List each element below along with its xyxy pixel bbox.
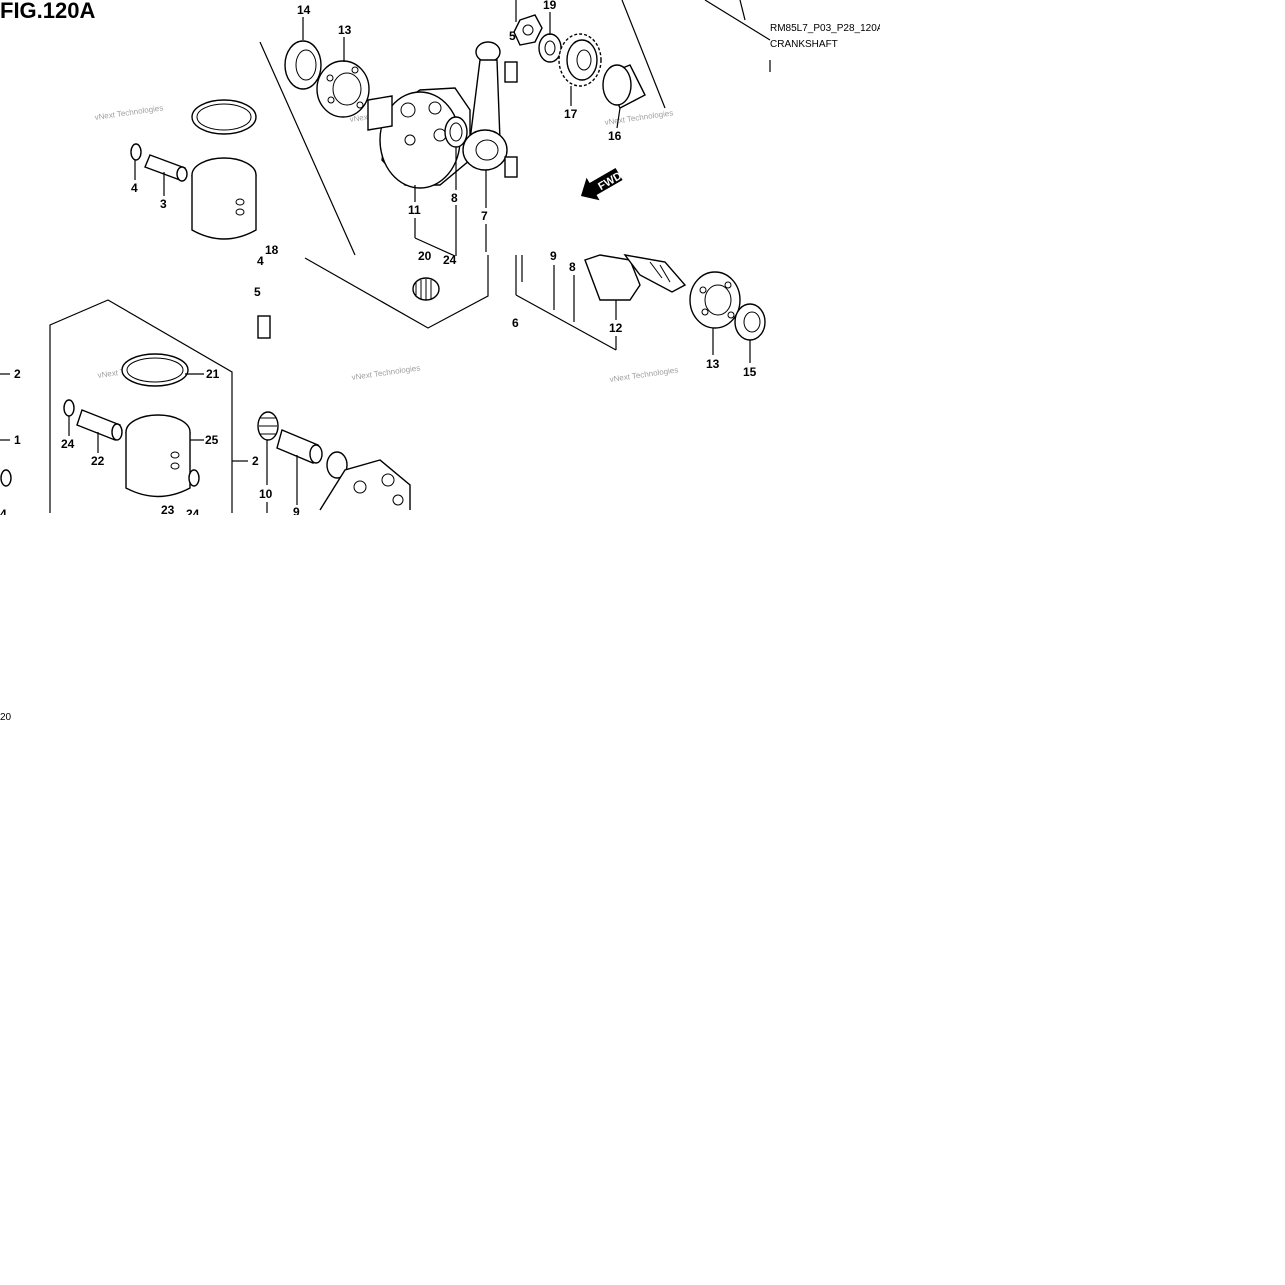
leader-lines: [0, 12, 751, 513]
callout-18: 18: [265, 243, 279, 257]
needle-bearing: [504, 61, 518, 83]
callout-20: 20: [418, 249, 432, 263]
callout-23: 23: [161, 503, 175, 517]
figure-name: CRANKSHAFT: [770, 39, 838, 50]
nut: [513, 14, 543, 46]
piston-pin: [76, 409, 123, 441]
needle-bearing: [504, 156, 518, 178]
thrust-washer: [444, 116, 468, 148]
crank-flywheel-right: [584, 254, 687, 301]
oil-seal: [284, 40, 322, 90]
connecting-rod: [462, 41, 508, 171]
washer: [538, 33, 562, 63]
callout-2: 2: [252, 454, 259, 468]
callout-8: 8: [569, 260, 576, 274]
callout-22: 22: [91, 454, 105, 468]
callout-15: 15: [743, 365, 757, 379]
bearing: [689, 271, 741, 329]
thrust-washer: [326, 451, 348, 479]
callout-5: 5: [254, 285, 261, 299]
callout-13: 13: [338, 23, 352, 37]
callout-24: 24: [443, 253, 457, 267]
callout-14: 14: [297, 3, 311, 17]
page-fragment: 20: [0, 712, 12, 723]
callout-19: 19: [543, 0, 557, 12]
piston-pin: [144, 154, 188, 182]
callout-6: 6: [512, 316, 519, 330]
callout-4: 4: [131, 181, 138, 195]
callout-13: 13: [706, 357, 720, 371]
circlip: [63, 399, 75, 417]
spacer: [602, 64, 646, 109]
piston-ring: [121, 353, 189, 387]
figure-title: FIG.120A: [0, 0, 95, 23]
callout-12: 12: [609, 321, 623, 335]
primary-drive-gear: [558, 33, 602, 87]
circlip: [130, 143, 142, 161]
figure-code: RM85L7_P03_P28_120A: [770, 23, 884, 34]
needle-bearing: [257, 315, 271, 339]
callout-21: 21: [206, 367, 220, 381]
callout-4: 4: [0, 507, 7, 521]
crank-flywheel-left: [367, 87, 471, 189]
page-blank-area: [880, 0, 1285, 515]
piston: [191, 157, 257, 240]
callout-16: 16: [608, 129, 622, 143]
oil-seal: [734, 303, 766, 341]
callout-10: 10: [259, 487, 273, 501]
crank-flywheel: [319, 459, 411, 511]
piston: [125, 414, 191, 498]
bearing: [316, 60, 370, 118]
needle-bearing: [412, 277, 440, 301]
page-blank-area: [0, 515, 1285, 1285]
callout-7: 7: [481, 209, 488, 223]
callout-8: 8: [451, 191, 458, 205]
crank-pin: [276, 429, 323, 464]
needle-bearing: [257, 411, 279, 441]
callout-5: 5: [509, 29, 516, 43]
callout-4: 4: [257, 254, 264, 268]
piston-ring: [191, 99, 257, 135]
circlip: [188, 469, 200, 487]
callout-9: 9: [293, 505, 300, 519]
callout-2: 2: [14, 367, 21, 381]
callout-1: 1: [14, 433, 21, 447]
group-outlines: [49, 0, 771, 513]
callout-17: 17: [564, 107, 578, 121]
callout-24: 24: [61, 437, 75, 451]
circlip: [0, 469, 12, 487]
callout-3: 3: [160, 197, 167, 211]
callout-11: 11: [408, 203, 421, 217]
callout-25: 25: [205, 433, 219, 447]
callout-9: 9: [550, 249, 557, 263]
